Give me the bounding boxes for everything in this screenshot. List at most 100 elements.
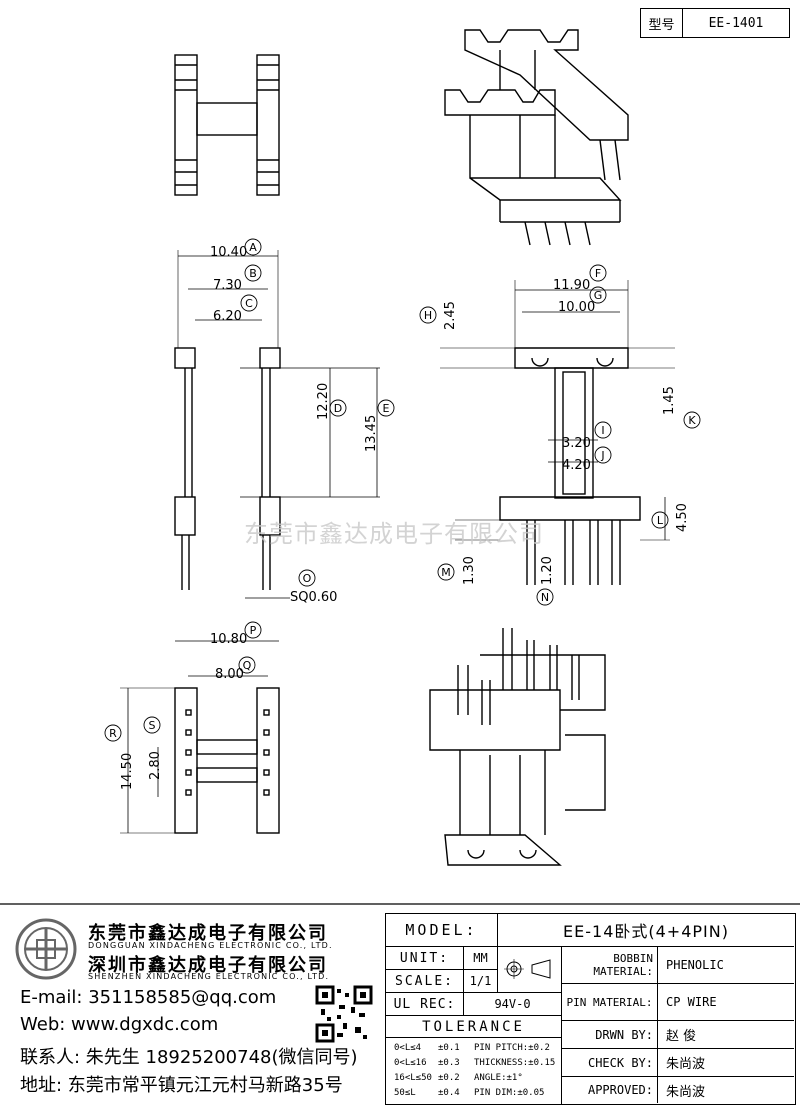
drawn-by-value: 赵 俊	[658, 1021, 794, 1049]
dim-A: 10.40	[210, 245, 248, 260]
tolerance-table: 0<L≤4 ±0.1 PIN PITCH:±0.2 0<L≤16 ±0.3 TH…	[386, 1038, 562, 1104]
iso-view-top	[444, 29, 629, 246]
bobbin-material-label: BOBBIN MATERIAL:	[562, 947, 658, 984]
tol-row: 16<L≤50	[394, 1073, 432, 1083]
company-name-sz: 深圳市鑫达成电子有限公司	[88, 955, 328, 976]
dim-marker-letter: G	[594, 289, 603, 302]
dim-marker-letter: R	[109, 727, 117, 740]
tol-row: ±0.2	[438, 1073, 460, 1083]
iso-view-bottom	[429, 628, 606, 866]
dim-marker-letter: C	[245, 297, 253, 310]
dim-marker-circle	[536, 588, 554, 606]
dim-Q: 8.00	[215, 667, 244, 682]
approved-value: 朱尚波	[666, 1084, 706, 1100]
check-by-label: CHECK BY:	[562, 1049, 658, 1077]
dim-F: 11.90	[553, 278, 591, 293]
dim-marker-letter: F	[595, 267, 601, 280]
dim-marker-letter: E	[383, 402, 390, 415]
dim-marker-letter: L	[657, 514, 664, 527]
dim-marker-letter: I	[601, 424, 604, 437]
tol-spec: PIN DIM:±0.05	[474, 1088, 545, 1098]
company-name-sz-en: SHENZHEN XINDACHENG ELECTRONIC CO., LTD.	[88, 972, 330, 981]
scale-value: 1/1	[464, 970, 498, 993]
tol-row: PIN DIM:±0.05	[474, 1088, 544, 1098]
dim-O: SQ0.60	[290, 590, 338, 605]
tol-row: ±0.3	[438, 1058, 460, 1068]
tol-range: 50≤L	[394, 1088, 416, 1098]
company-block: 东莞市鑫达成电子有限公司 DONGGUAN XINDACHENG ELECTRO…	[0, 905, 385, 1109]
model-value: EE-14卧式(4+4PIN)	[498, 914, 794, 947]
dim-marker-circle	[244, 264, 262, 282]
ulrec-label: UL REC:	[386, 993, 464, 1016]
dim-C: 6.20	[213, 309, 242, 324]
tol-range: 0<L≤16	[394, 1058, 427, 1068]
tol-value: ±0.3	[438, 1058, 460, 1068]
title-block: MODEL: EE-14卧式(4+4PIN) UNIT: MM SCALE: 1…	[385, 913, 796, 1105]
tol-row: ±0.4	[438, 1088, 460, 1098]
dim-marker-circle	[594, 421, 612, 439]
dim-marker-circle	[244, 621, 262, 639]
company-email: E-mail: 351158585@qq.com	[20, 987, 277, 1008]
dim-marker-letter: H	[424, 309, 432, 322]
company-address: 地址: 东莞市常平镇元江元村马新路35号	[20, 1075, 343, 1096]
dim-marker-letter: M	[441, 566, 451, 579]
dim-marker-circle	[244, 238, 262, 256]
tolerance-label: TOLERANCE	[386, 1016, 562, 1038]
tol-row: 50≤L	[394, 1088, 416, 1098]
dim-P: 10.80	[210, 632, 248, 647]
model-tag: 型号 EE-1401	[640, 8, 790, 38]
unit-value: MM	[464, 947, 498, 970]
dim-marker-circle	[437, 563, 455, 581]
dim-marker-letter: O	[303, 572, 312, 585]
bobbin-material-value: PHENOLIC	[658, 947, 794, 984]
dim-marker-circle	[651, 511, 669, 529]
dim-marker-circle	[143, 716, 161, 734]
dim-marker-letter: A	[249, 241, 257, 254]
tol-value: ±0.1	[438, 1043, 460, 1053]
dim-marker-letter: Q	[243, 659, 252, 672]
tol-row: ±0.1	[438, 1043, 460, 1053]
dim-marker-letter: P	[250, 624, 257, 637]
company-name-dg: 东莞市鑫达成电子有限公司	[88, 923, 328, 944]
pin-material-value: CP WIRE	[658, 984, 794, 1021]
dim-J: 4.20	[562, 458, 591, 473]
model-tag-value: EE-1401	[708, 15, 764, 31]
dim-I: 3.20	[562, 436, 591, 451]
approved-label: APPROVED:	[562, 1077, 658, 1103]
tol-range: 0<L≤4	[394, 1043, 422, 1053]
dim-B: 7.30	[213, 278, 242, 293]
tol-spec: PIN PITCH:±0.2	[474, 1043, 550, 1053]
company-web: Web: www.dgxdc.com	[20, 1014, 219, 1035]
dim-marker-circle	[377, 399, 395, 417]
dim-marker-circle	[238, 656, 256, 674]
dim-marker-circle	[298, 569, 316, 587]
dim-marker-letter: B	[249, 267, 257, 280]
dim-marker-letter: N	[541, 591, 549, 604]
dim-marker-letter: S	[149, 719, 156, 732]
company-contact: 联系人: 朱先生 18925200748(微信同号)	[20, 1047, 358, 1068]
dim-marker-letter: J	[600, 449, 604, 462]
tol-spec: ANGLE:±1°	[474, 1073, 523, 1083]
front-view	[440, 280, 675, 585]
tol-row: 0<L≤16	[394, 1058, 427, 1068]
side-view	[174, 250, 380, 599]
projection-symbol-icon	[498, 947, 562, 993]
tol-spec: THICKNESS:±0.15	[474, 1058, 556, 1068]
company-logo-icon	[15, 918, 77, 980]
pin-material-label: PIN MATERIAL:	[562, 984, 658, 1021]
model-label: MODEL:	[386, 914, 498, 947]
bottom-view	[120, 640, 280, 834]
unit-label: UNIT:	[386, 947, 464, 970]
dim-G: 10.00	[558, 300, 596, 315]
dim-marker-circle	[329, 399, 347, 417]
ulrec-value: 94V-0	[464, 993, 562, 1016]
dim-marker-circle	[683, 411, 701, 429]
qr-code-icon	[315, 985, 373, 1043]
tol-value: ±0.2	[438, 1073, 460, 1083]
technical-drawing	[0, 29, 800, 905]
dim-marker-circle	[594, 446, 612, 464]
company-name-dg-en: DONGGUAN XINDACHENG ELECTRONIC CO., LTD.	[88, 941, 333, 950]
drawn-by-label: DRWN BY:	[562, 1021, 658, 1049]
watermark: 东莞市鑫达成电子有限公司	[244, 520, 544, 548]
